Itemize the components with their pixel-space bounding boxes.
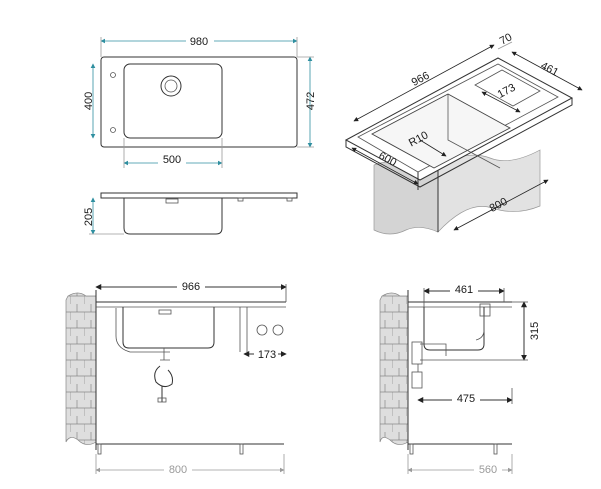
dim-side-depth: 461: [455, 284, 473, 296]
iso-view: 966 70 461 173 R10 600 800: [344, 31, 583, 235]
dim-iso-bowl-width: 966: [410, 70, 432, 89]
dim-top-width: 980: [190, 36, 208, 48]
dim-bowl-depth: 205: [83, 208, 95, 226]
dim-side-cabinet: 560: [479, 464, 497, 476]
top-view: 980 400 472 500: [83, 34, 317, 168]
siphon-trap: [154, 365, 173, 388]
dim-section-width: 966: [182, 281, 200, 293]
overflow-pipe: [115, 308, 160, 353]
waste-pipe-side: [420, 343, 447, 356]
bowl-top: [123, 63, 223, 139]
dim-iso-rim: 70: [498, 31, 514, 47]
section-front: 966 173 800: [65, 280, 287, 476]
dim-top-depth: 400: [83, 92, 95, 110]
bowl-side: [423, 307, 485, 351]
drain-top: [160, 75, 182, 97]
dim-side-height: 315: [529, 322, 541, 340]
dim-side-drain-offset: 475: [457, 393, 475, 405]
front-view: 205: [83, 192, 298, 235]
tap-hole: [110, 72, 116, 78]
dim-top-overall-depth: 472: [305, 92, 317, 110]
wall-front: [65, 292, 97, 445]
wall-side: [379, 292, 409, 445]
dim-section-overflow: 173: [258, 349, 276, 361]
dim-bowl-width: 500: [163, 154, 181, 166]
overflow-fitting: [256, 324, 268, 336]
sink-outline-top: [100, 56, 298, 148]
bowl-section: [122, 307, 215, 349]
section-side: 461 315 475 560: [379, 283, 541, 476]
bowl-front: [123, 198, 223, 235]
overflow-hole: [110, 127, 116, 133]
dim-section-cabinet: 800: [169, 464, 187, 476]
rim-front: [100, 192, 298, 199]
